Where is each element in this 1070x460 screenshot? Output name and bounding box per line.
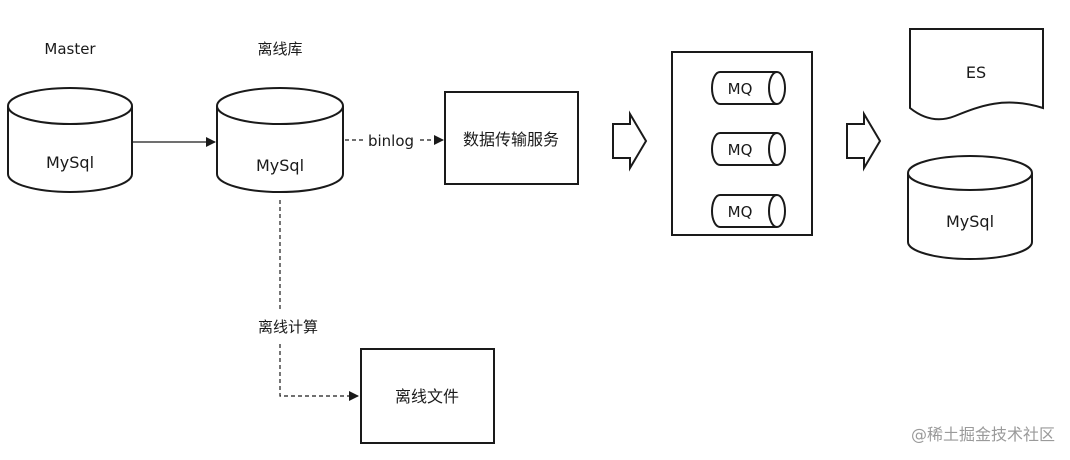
flow-arrow-icon	[612, 110, 648, 172]
offline-compute-arrow	[279, 344, 359, 401]
mq-label-2: MQ	[728, 141, 753, 159]
mq-label-1: MQ	[728, 80, 753, 98]
target-db-text: MySql	[946, 212, 994, 231]
offline-db-text: MySql	[256, 156, 304, 175]
offline-file-box	[360, 348, 495, 444]
offline-db-label: 离线库	[257, 40, 302, 58]
mq-queue-2	[711, 132, 786, 166]
master-label: Master	[44, 40, 96, 58]
flow-arrow-icon	[846, 110, 882, 172]
offline-file-label: 离线文件	[395, 387, 459, 406]
target-mysql-cylinder	[907, 155, 1033, 260]
transfer-service-label: 数据传输服务	[463, 130, 559, 149]
master-mysql-cylinder	[7, 87, 133, 193]
es-label: ES	[966, 63, 986, 82]
es-document	[909, 28, 1044, 121]
offline-compute-label: 离线计算	[258, 318, 318, 336]
mq-label-3: MQ	[728, 203, 753, 221]
transfer-service-box	[444, 91, 579, 185]
master-db-label: MySql	[46, 153, 94, 172]
binlog-label: binlog	[368, 132, 414, 150]
watermark: @稀土掘金技术社区	[911, 425, 1055, 444]
mq-queue-1	[711, 71, 786, 105]
mq-queue-3	[711, 194, 786, 228]
offline-mysql-cylinder	[216, 87, 344, 193]
